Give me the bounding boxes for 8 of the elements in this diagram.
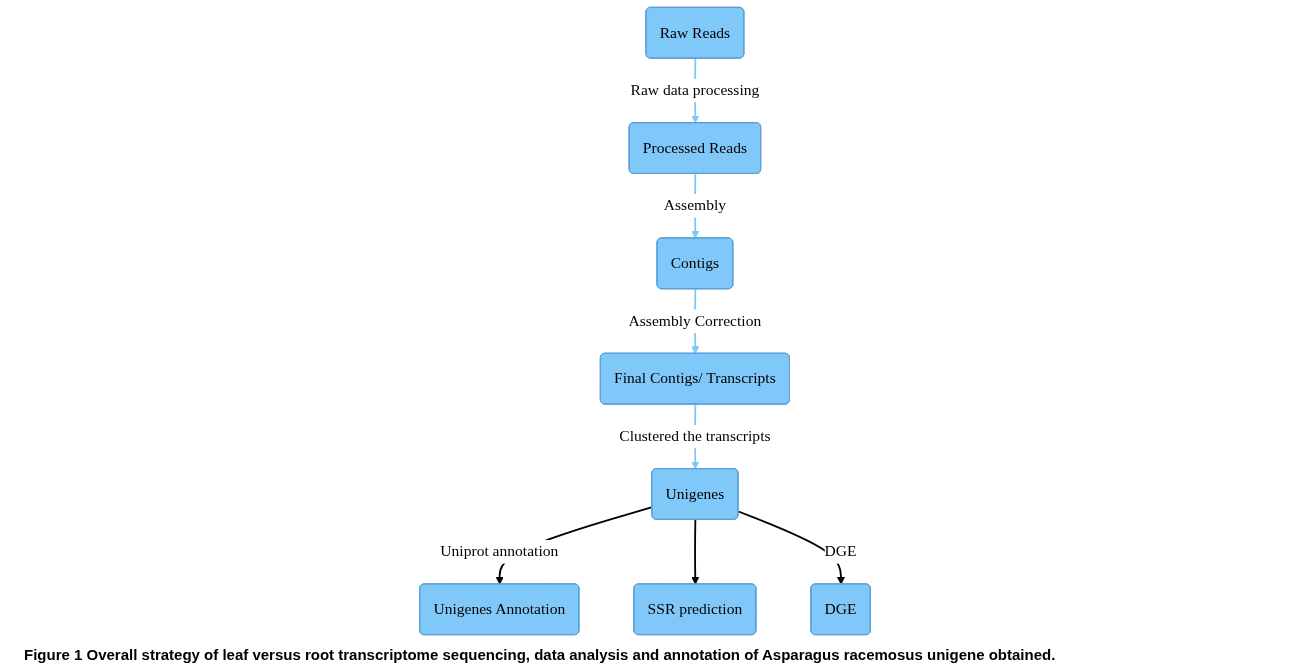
edge-label: Clustered the transcripts — [619, 427, 771, 445]
arrow — [691, 518, 700, 585]
edge-label: Assembly — [663, 196, 727, 215]
edge-label: Uniprot annotation — [440, 542, 559, 561]
edge-label: DGE — [824, 542, 857, 561]
figure-caption: Figure 1 Overall strategy of leaf versus root transcriptome sequencing, data analysis and annotation of Asparagus racemosus unigene obtained. — [23, 645, 1057, 665]
edge-label: Raw data processing — [630, 81, 760, 99]
edge-label: Assembly Correction — [628, 312, 762, 330]
